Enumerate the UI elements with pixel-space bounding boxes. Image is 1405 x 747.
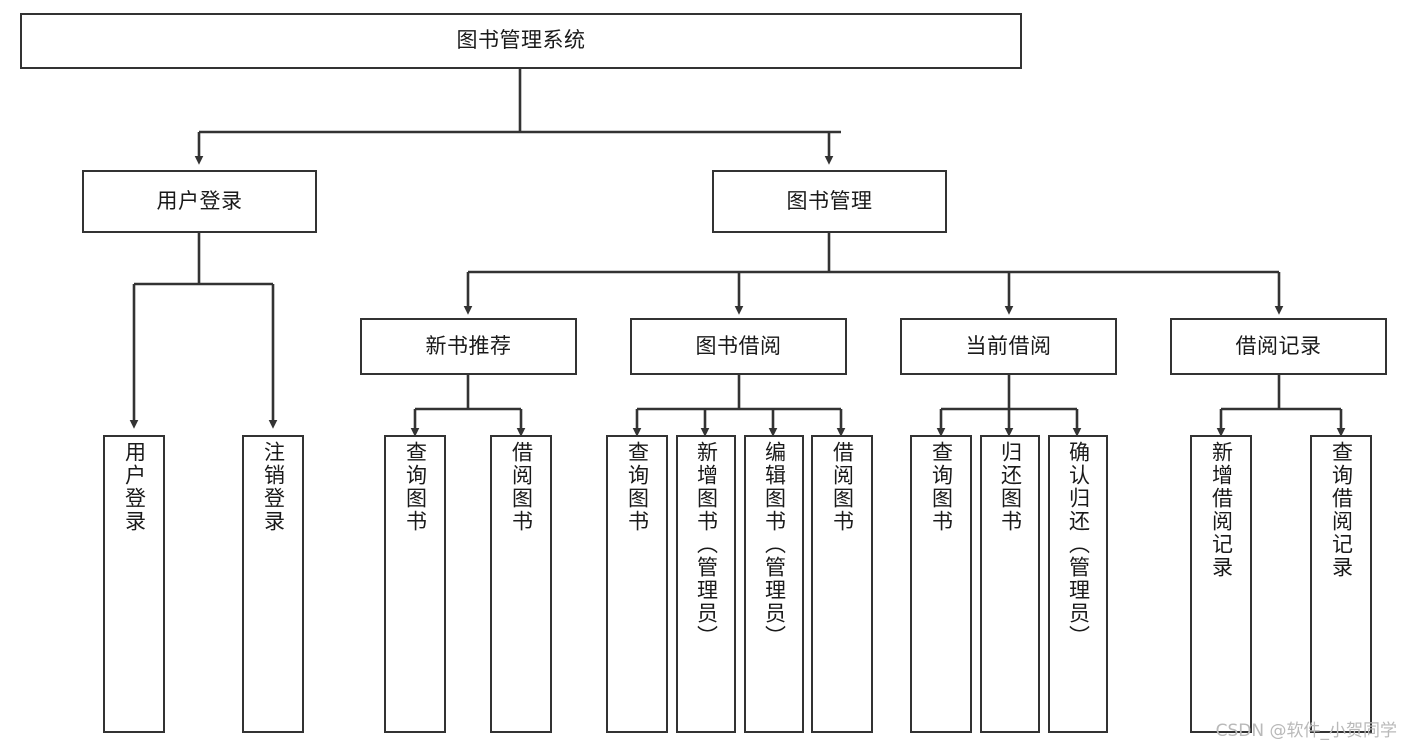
node-label: 查询借阅记录 (1329, 441, 1354, 579)
node-current-borrowing[interactable]: 当前借阅 (900, 318, 1117, 375)
csdn-watermark: CSDN @软件_小贺同学 (1215, 721, 1397, 741)
node-label: 确认归还（管理员） (1066, 441, 1091, 648)
node-new-book-recommendation[interactable]: 新书推荐 (360, 318, 577, 375)
node-label: 用户登录 (122, 441, 147, 533)
node-label: 用户登录 (156, 188, 243, 213)
node-borrow-records[interactable]: 借阅记录 (1170, 318, 1387, 375)
node-book-management[interactable]: 图书管理 (712, 170, 947, 233)
node-label: 新增借阅记录 (1209, 441, 1234, 579)
leaf-logout[interactable]: 注销登录 (242, 435, 304, 733)
node-label: 注销登录 (261, 441, 286, 533)
node-user-login[interactable]: 用户登录 (82, 170, 317, 233)
node-label: 新书推荐 (425, 333, 512, 358)
node-label: 查询图书 (929, 441, 954, 533)
leaf-query-books-current[interactable]: 查询图书 (910, 435, 972, 733)
node-label: 借阅记录 (1235, 333, 1322, 358)
leaf-return-books[interactable]: 归还图书 (980, 435, 1040, 733)
node-label: 新增图书（管理员） (694, 441, 719, 648)
node-label: 编辑图书（管理员） (762, 441, 787, 648)
leaf-user-login[interactable]: 用户登录 (103, 435, 165, 733)
leaf-add-book-admin[interactable]: 新增图书（管理员） (676, 435, 736, 733)
node-label: 借阅图书 (830, 441, 855, 533)
leaf-borrow-books-recommendation[interactable]: 借阅图书 (490, 435, 552, 733)
leaf-edit-book-admin[interactable]: 编辑图书（管理员） (744, 435, 804, 733)
node-label: 查询图书 (403, 441, 428, 533)
node-label: 图书管理系统 (456, 28, 586, 53)
leaf-query-books-borrowing[interactable]: 查询图书 (606, 435, 668, 733)
node-label: 当前借阅 (965, 333, 1052, 358)
leaf-borrow-books-borrowing[interactable]: 借阅图书 (811, 435, 873, 733)
node-label: 借阅图书 (509, 441, 534, 533)
node-root-book-management-system[interactable]: 图书管理系统 (20, 13, 1022, 69)
node-label: 图书管理 (786, 188, 873, 213)
leaf-query-borrow-record[interactable]: 查询借阅记录 (1310, 435, 1372, 733)
leaf-query-books-recommendation[interactable]: 查询图书 (384, 435, 446, 733)
leaf-confirm-return-admin[interactable]: 确认归还（管理员） (1048, 435, 1108, 733)
node-label: 查询图书 (625, 441, 650, 533)
leaf-add-borrow-record[interactable]: 新增借阅记录 (1190, 435, 1252, 733)
node-label: 图书借阅 (695, 333, 782, 358)
node-label: 归还图书 (998, 441, 1023, 533)
node-book-borrowing[interactable]: 图书借阅 (630, 318, 847, 375)
